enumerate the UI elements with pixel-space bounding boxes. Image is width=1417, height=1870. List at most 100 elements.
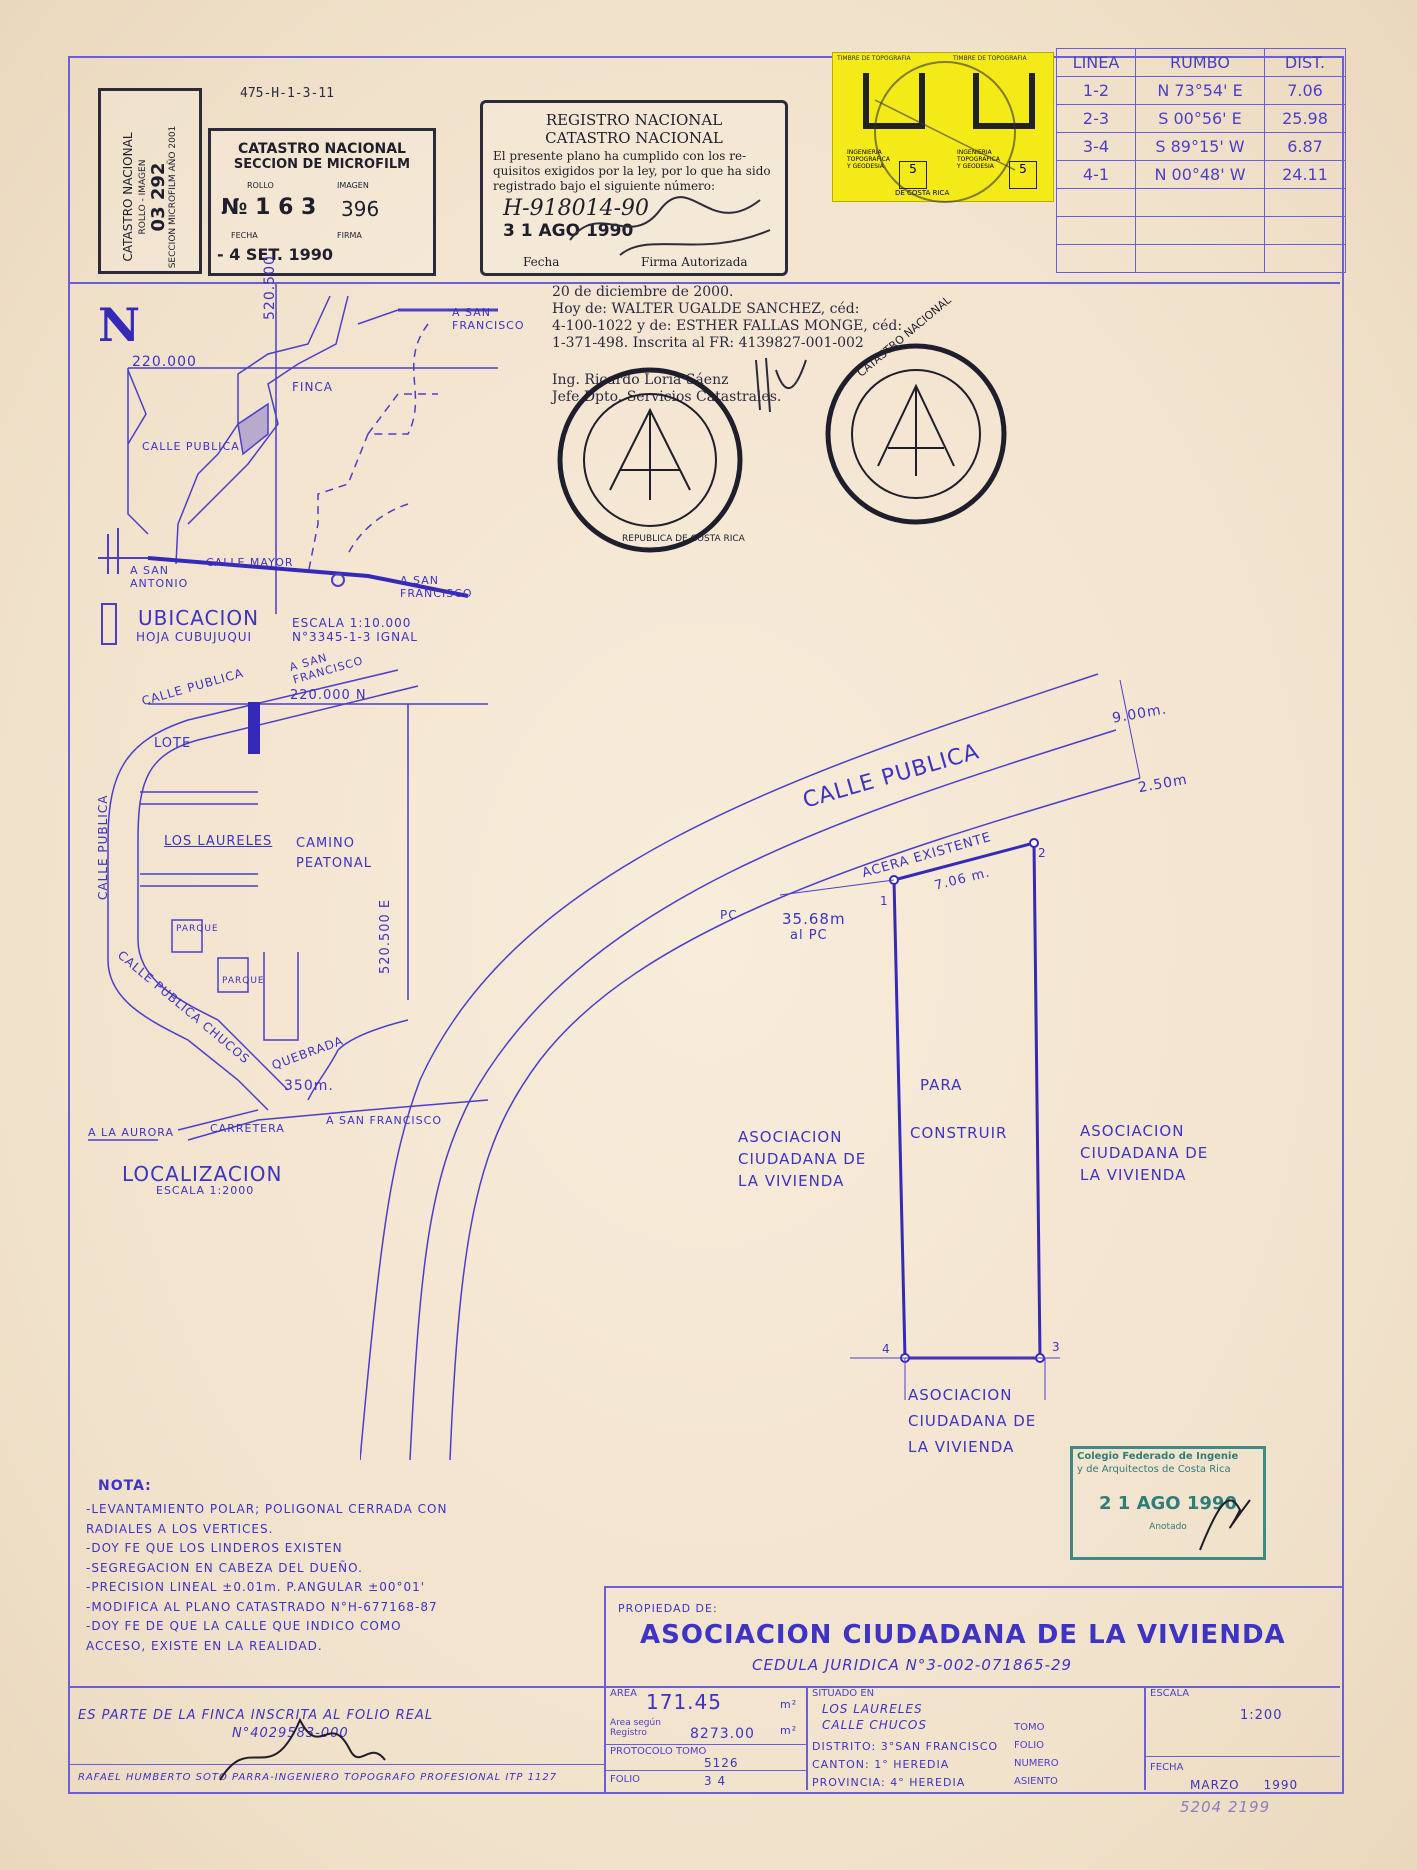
- authorized-signature: [569, 196, 771, 256]
- timbre-side: INGENIERIA TOPOGRAFICA Y GEODESIA: [847, 149, 890, 170]
- owner-line: LA VIVIENDA: [908, 1438, 1015, 1456]
- annotation-line: 4-100-1022 y de: ESTHER FALLAS MONGE, cé…: [552, 318, 903, 334]
- area-reg-label: Area según Registro: [610, 1718, 661, 1738]
- nota-item: -SEGREGACION EN CABEZA DEL DUEÑO.: [86, 1560, 363, 1575]
- cell: S 00°56' E: [1135, 104, 1265, 133]
- finca-text: ES PARTE DE LA FINCA INSCRITA AL FOLIO R…: [78, 1708, 434, 1723]
- area-reg-value: 8273.00: [690, 1726, 755, 1742]
- footer-code: 5204 2199: [1180, 1798, 1271, 1816]
- cell: N 00°48' W: [1135, 160, 1265, 189]
- nota-item: -MODIFICA AL PLANO CATASTRADO N°H-677168…: [86, 1599, 438, 1614]
- divider: [68, 1764, 606, 1765]
- area-value: 171.45: [646, 1690, 722, 1714]
- map-label: PARQUE: [176, 924, 219, 934]
- timbre-emblem-icon: [973, 73, 1035, 129]
- propiedad-label: PROPIEDAD DE:: [618, 1602, 718, 1615]
- annotation-line: 20 de diciembre de 2000.: [552, 284, 734, 300]
- vertex-label: 1: [880, 894, 889, 908]
- surveyor-signature: [219, 1717, 386, 1781]
- numero-label: NUMERO: [1014, 1758, 1059, 1769]
- cell: N 73°54' E: [1135, 76, 1265, 105]
- map-label: A SAN FRANCISCO: [326, 1114, 442, 1127]
- owner-line: LA VIVIENDA: [738, 1172, 845, 1190]
- timbre-value: 5: [899, 161, 927, 189]
- owner-name: ASOCIACION CIUDADANA DE LA VIVIENDA: [640, 1620, 1286, 1650]
- col-dist: DIST.: [1264, 48, 1346, 77]
- seal-ring-on-timbres: [874, 61, 1016, 203]
- map-label: A SAN ANTONIO: [130, 564, 189, 590]
- registration-number: H-918014-90: [503, 196, 650, 221]
- stamp-line: Colegio Federado de Ingenie: [1077, 1451, 1239, 1462]
- map-label: A LA AURORA: [88, 1126, 175, 1139]
- nota-title: NOTA:: [98, 1478, 152, 1494]
- map-label: FINCA: [292, 380, 334, 394]
- situado-label: SITUADO EN: [812, 1688, 875, 1699]
- map-label: A SAN FRANCISCO: [452, 306, 525, 332]
- timbre-value: 5: [1009, 161, 1037, 189]
- localizacion-map: [88, 669, 489, 1141]
- folio-value: 3 4: [704, 1774, 727, 1788]
- map-label: CALLE PUBLICA: [96, 794, 110, 900]
- area-label: AREA: [610, 1688, 637, 1699]
- stamp-title: REGISTRO NACIONAL: [545, 111, 723, 129]
- pc-label: PC: [720, 908, 738, 922]
- cell: 24.11: [1264, 160, 1346, 189]
- colegio-signature: [1199, 1499, 1251, 1551]
- nota-item: RADIALES A LOS VERTICES.: [86, 1521, 274, 1536]
- fecha-value: MARZO 1990: [1190, 1778, 1299, 1792]
- owner-line: LA VIVIENDA: [1080, 1166, 1187, 1184]
- owner-line: ASOCIACION: [908, 1386, 1013, 1404]
- imagen-label: IMAGEN: [337, 181, 369, 190]
- colegio-stamp: Colegio Federado de Ingenie y de Arquite…: [1070, 1446, 1266, 1560]
- cell: 7.06: [1264, 76, 1346, 105]
- neighbor-right: ASOCIACION CIUDADANA DE LA VIVIENDA: [1080, 1120, 1208, 1186]
- timbre-emblem-icon: [863, 73, 925, 129]
- coord-label: 220.000: [132, 354, 197, 370]
- stamp-line: SECCION MICROFILM AÑO 2001: [168, 125, 178, 269]
- seal-text: REPUBLICA DE COSTA RICA: [622, 534, 745, 544]
- protocolo-label: PROTOCOLO TOMO: [610, 1746, 707, 1757]
- folio-label: FOLIO: [1014, 1740, 1045, 1751]
- divider: [1144, 1756, 1340, 1757]
- annotation-line: Hoy de: WALTER UGALDE SANCHEZ, céd:: [552, 301, 860, 317]
- map-label: CALLE PUBLICA: [142, 440, 240, 453]
- rollo-label: ROLLO: [247, 181, 274, 190]
- timbres-stamps: TIMBRE DE TOPOGRAFIA TIMBRE DE TOPOGRAFI…: [832, 52, 1054, 202]
- folio-label: FOLIO: [610, 1774, 641, 1785]
- divider: [806, 1686, 808, 1790]
- escala-value: 1:200: [1240, 1708, 1283, 1723]
- cell: 3-4: [1056, 132, 1136, 161]
- fecha-label: FECHA: [1150, 1762, 1184, 1773]
- stamp-title: CATASTRO NACIONAL: [238, 141, 406, 157]
- situado-value: LOS LAURELES: [822, 1702, 923, 1716]
- timbre-side: INGENIERIA TOPOGRAFICA Y GEODESIA: [957, 149, 1000, 170]
- area-unit: m²: [780, 1698, 798, 1711]
- header-divider: [68, 282, 1340, 284]
- divider: [604, 1686, 606, 1790]
- lot-plan-drawing: [360, 673, 1141, 1461]
- cell: 25.98: [1264, 104, 1346, 133]
- vertex-label: 2: [1038, 846, 1047, 860]
- protocolo-value: 5126: [704, 1756, 739, 1770]
- stamp-title: SECCION DE MICROFILM: [233, 157, 411, 172]
- area-reg-unit: m²: [780, 1724, 798, 1737]
- map-label: LOS LAURELES: [164, 834, 273, 849]
- table-row: [1056, 244, 1346, 273]
- tomo-label: TOMO: [1014, 1722, 1045, 1733]
- registro-stamp: REGISTRO NACIONAL CATASTRO NACIONAL El p…: [480, 100, 788, 276]
- owner-line: CIUDADANA DE: [1080, 1144, 1209, 1162]
- microfilm-vertical-stamp: CATASTRO NACIONAL ROLLO - IMAGEN 03 292 …: [98, 88, 202, 274]
- owner-line: CIUDADANA DE: [738, 1150, 867, 1168]
- escala-label: ESCALA: [1150, 1688, 1190, 1699]
- stamp-number: 03 292: [148, 162, 169, 232]
- map-label: PARQUE: [222, 976, 265, 986]
- stamp-body: El presente plano ha cumplido con los re…: [493, 149, 771, 193]
- cedula-juridica: CEDULA JURIDICA N°3-002-071865-29: [752, 1656, 1073, 1674]
- map-label: ESCALA 1:10.000: [292, 616, 412, 630]
- cell: 1-2: [1056, 76, 1136, 105]
- fecha-value: - 4 SET. 1990: [217, 245, 334, 264]
- neighbor-left: ASOCIACION CIUDADANA DE LA VIVIENDA: [738, 1126, 866, 1192]
